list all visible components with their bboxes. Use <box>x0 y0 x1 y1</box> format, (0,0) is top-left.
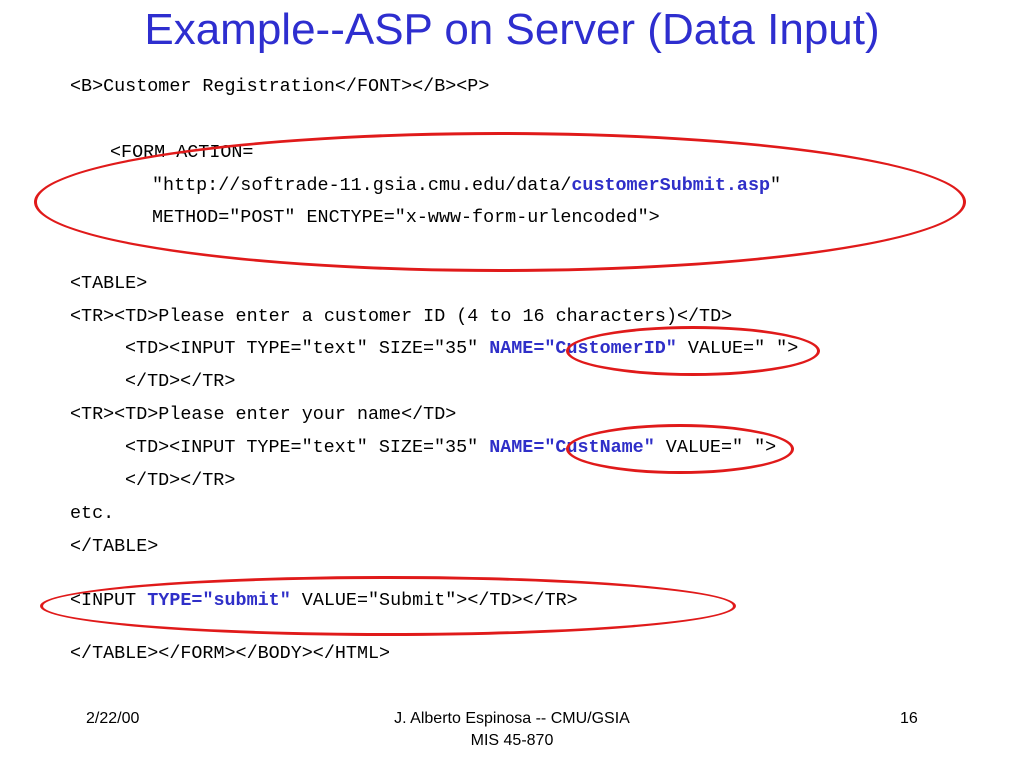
input1-name-attr: NAME="CustomerID" <box>489 338 677 359</box>
code-line-submit: <INPUT TYPE="submit" VALUE="Submit"></TD… <box>70 590 578 612</box>
slide-title: Example--ASP on Server (Data Input) <box>144 5 880 54</box>
code-line-row1: <TR><TD>Please enter a customer ID (4 to… <box>70 306 733 327</box>
input1-suffix: VALUE=" "> <box>676 338 799 359</box>
code-line-table-open: <TABLE> <box>70 273 148 294</box>
input2-prefix: <TD><INPUT TYPE="text" SIZE="35" <box>125 437 490 458</box>
footer-page-number: 16 <box>900 710 918 727</box>
code-line-row1-close: </TD></TR> <box>125 371 236 392</box>
code-line-form-method: METHOD="POST" ENCTYPE="x-www-form-urlenc… <box>152 207 660 228</box>
code-line-etc: etc. <box>70 503 115 524</box>
input1-prefix: <TD><INPUT TYPE="text" SIZE="35" <box>125 338 490 359</box>
footer-author: J. Alberto Espinosa -- CMU/GSIA <box>394 710 630 727</box>
input2-name-attr: NAME="CustName" <box>489 437 655 458</box>
footer-course: MIS 45-870 <box>470 732 554 749</box>
submit-prefix: <INPUT <box>70 590 148 611</box>
code-line-form-action: "http://softrade-11.gsia.cmu.edu/data/cu… <box>152 175 781 197</box>
action-url-prefix: "http://softrade-11.gsia.cmu.edu/data/ <box>152 175 572 196</box>
code-line-table-close: </TABLE> <box>70 536 159 557</box>
action-url-target: customerSubmit.asp <box>571 175 771 196</box>
code-line-document-close: </TABLE></FORM></BODY></HTML> <box>70 643 391 664</box>
code-line-input-customerid: <TD><INPUT TYPE="text" SIZE="35" NAME="C… <box>125 338 798 360</box>
code-line-heading: <B>Customer Registration</FONT></B><P> <box>70 76 490 97</box>
code-line-row2: <TR><TD>Please enter your name</TD> <box>70 404 457 425</box>
submit-suffix: VALUE="Submit"></TD></TR> <box>290 590 578 611</box>
input2-suffix: VALUE=" "> <box>654 437 777 458</box>
code-line-row2-close: </TD></TR> <box>125 470 236 491</box>
code-line-input-custname: <TD><INPUT TYPE="text" SIZE="35" NAME="C… <box>125 437 776 459</box>
submit-type-attr: TYPE="submit" <box>147 590 291 611</box>
footer-date: 2/22/00 <box>86 710 140 727</box>
action-url-suffix: " <box>770 175 782 196</box>
code-line-form-open: <FORM ACTION= <box>110 142 254 163</box>
